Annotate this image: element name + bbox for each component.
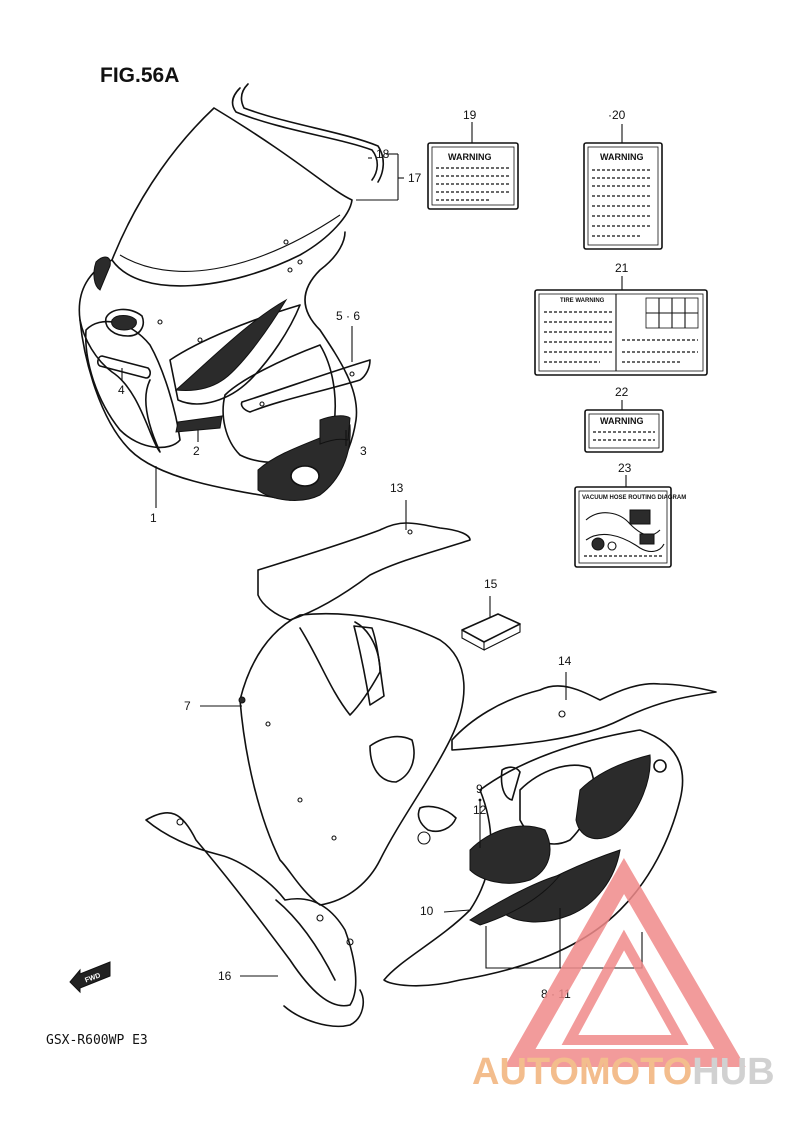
callout-12: 12: [473, 803, 487, 817]
callout-23: 23: [618, 461, 632, 475]
cushion-pad-part-15[interactable]: [461, 613, 521, 643]
warning-text-20: WARNING: [600, 152, 644, 162]
tire-label-21[interactable]: TIRE WARNING: [534, 289, 708, 376]
bracket-part-14[interactable]: [451, 682, 717, 751]
callout-5-6: 5 · 6: [336, 309, 360, 323]
callout-15: 15: [484, 577, 498, 591]
callout-21: 21: [615, 261, 629, 275]
callout-19: 19: [463, 108, 477, 122]
lower-cowl-part-10[interactable]: [383, 729, 684, 987]
callout-17: 17: [408, 171, 422, 185]
warning-text-19: WARNING: [448, 152, 492, 162]
callout-4: 4: [118, 383, 125, 397]
callout-22: 22: [615, 385, 629, 399]
callout-1: 1: [150, 511, 157, 525]
callout-18: 18: [376, 147, 390, 161]
callout-2: 2: [193, 444, 200, 458]
callout-7: 7: [184, 699, 191, 713]
callout-labels: 1 2 3 4 5 · 6 7 9 12 10 8 · 11 13 14 15 …: [118, 108, 632, 1001]
front-cowl-part-1[interactable]: [78, 83, 385, 501]
under-cowl-part-16[interactable]: [145, 811, 364, 1028]
watermark-logo: AUTOMOTOHUB: [472, 857, 775, 1093]
vacuum-hose-label-23[interactable]: VACUUM HOSE ROUTING DIAGRAM: [574, 486, 686, 568]
figure-title: FIG.56A: [100, 64, 179, 87]
callout-10: 10: [420, 904, 434, 918]
model-code: GSX-R600WP E3: [46, 1033, 148, 1048]
inner-panel-part-3[interactable]: [319, 415, 351, 445]
callout-16: 16: [218, 969, 232, 983]
leader-lines: [121, 122, 643, 977]
callout-14: 14: [558, 654, 572, 668]
callout-9: 9: [476, 782, 483, 796]
callout-3: 3: [360, 444, 367, 458]
inner-cowl-part-13[interactable]: [257, 522, 471, 621]
callout-20: ·20: [608, 108, 626, 122]
side-cowl-part-7[interactable]: [238, 612, 465, 906]
vacuum-label-title: VACUUM HOSE ROUTING DIAGRAM: [582, 495, 686, 501]
cowl-trim-part-2[interactable]: [175, 415, 223, 433]
warning-text-22: WARNING: [600, 416, 644, 426]
callout-13: 13: [390, 481, 404, 495]
tire-label-title: TIRE WARNING: [560, 298, 605, 304]
warning-label-19[interactable]: WARNING: [427, 142, 519, 210]
watermark-text: AUTOMOTOHUB: [472, 1051, 775, 1093]
bracket-part-5-6[interactable]: [240, 359, 371, 413]
warning-label-20[interactable]: WARNING: [583, 142, 663, 250]
fwd-arrow-icon: FWD: [69, 961, 111, 994]
warning-label-22[interactable]: WARNING: [584, 409, 664, 453]
